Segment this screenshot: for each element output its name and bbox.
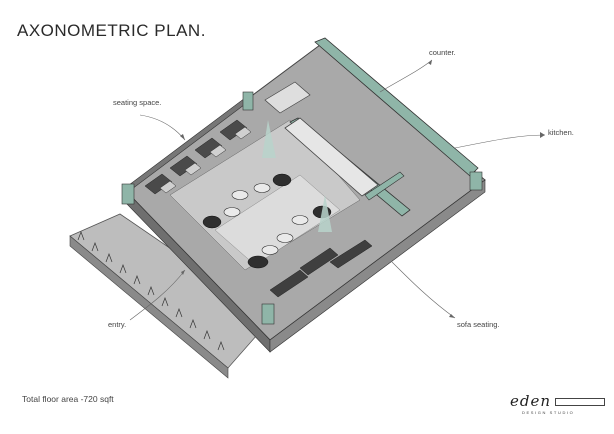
label-entry: entry. — [108, 320, 127, 329]
teal-post-right — [469, 171, 483, 191]
label-seating-space: seating space. — [113, 98, 162, 107]
kitchen-wall-back — [314, 37, 479, 177]
leader-arrowheads — [180, 60, 545, 318]
leader-kitchen — [454, 134, 546, 149]
label-sofa-seating: sofa seating. — [457, 320, 500, 329]
floor-slab-edge-right — [269, 179, 486, 353]
label-kitchen: kitchen. — [548, 128, 574, 137]
teal-post-left — [121, 183, 135, 205]
leader-counter — [379, 59, 433, 93]
logo-wordmark: eden — [510, 392, 552, 410]
booth-seating — [144, 119, 248, 195]
entry-planters — [77, 231, 225, 351]
logo-frame — [555, 398, 605, 406]
leader-sofa — [391, 261, 456, 319]
dining-floor-inner — [214, 174, 341, 266]
teal-post-top — [242, 91, 254, 111]
service-counter — [264, 81, 311, 114]
logo-subtitle: DESIGN STUDIO — [522, 410, 575, 415]
kitchen-divider-wall — [364, 171, 405, 201]
teal-post-bottom — [261, 303, 275, 325]
dining-floor — [169, 119, 361, 271]
sofa-seating — [269, 239, 373, 298]
floor-area-note: Total floor area -720 sqft — [22, 394, 114, 404]
studio-logo: eden DESIGN STUDIO — [510, 392, 606, 422]
leader-entry — [129, 269, 186, 321]
booth-tables — [159, 126, 252, 194]
entry-planter-wall — [69, 235, 229, 379]
label-counter: counter. — [429, 48, 456, 57]
leader-seating — [139, 114, 186, 141]
pendant-light-2 — [318, 195, 332, 232]
page-title: AXONOMETRIC PLAN. — [17, 21, 206, 40]
kitchen-counter — [284, 117, 379, 197]
pendant-light-1 — [262, 120, 276, 158]
dining-tables — [223, 183, 309, 255]
